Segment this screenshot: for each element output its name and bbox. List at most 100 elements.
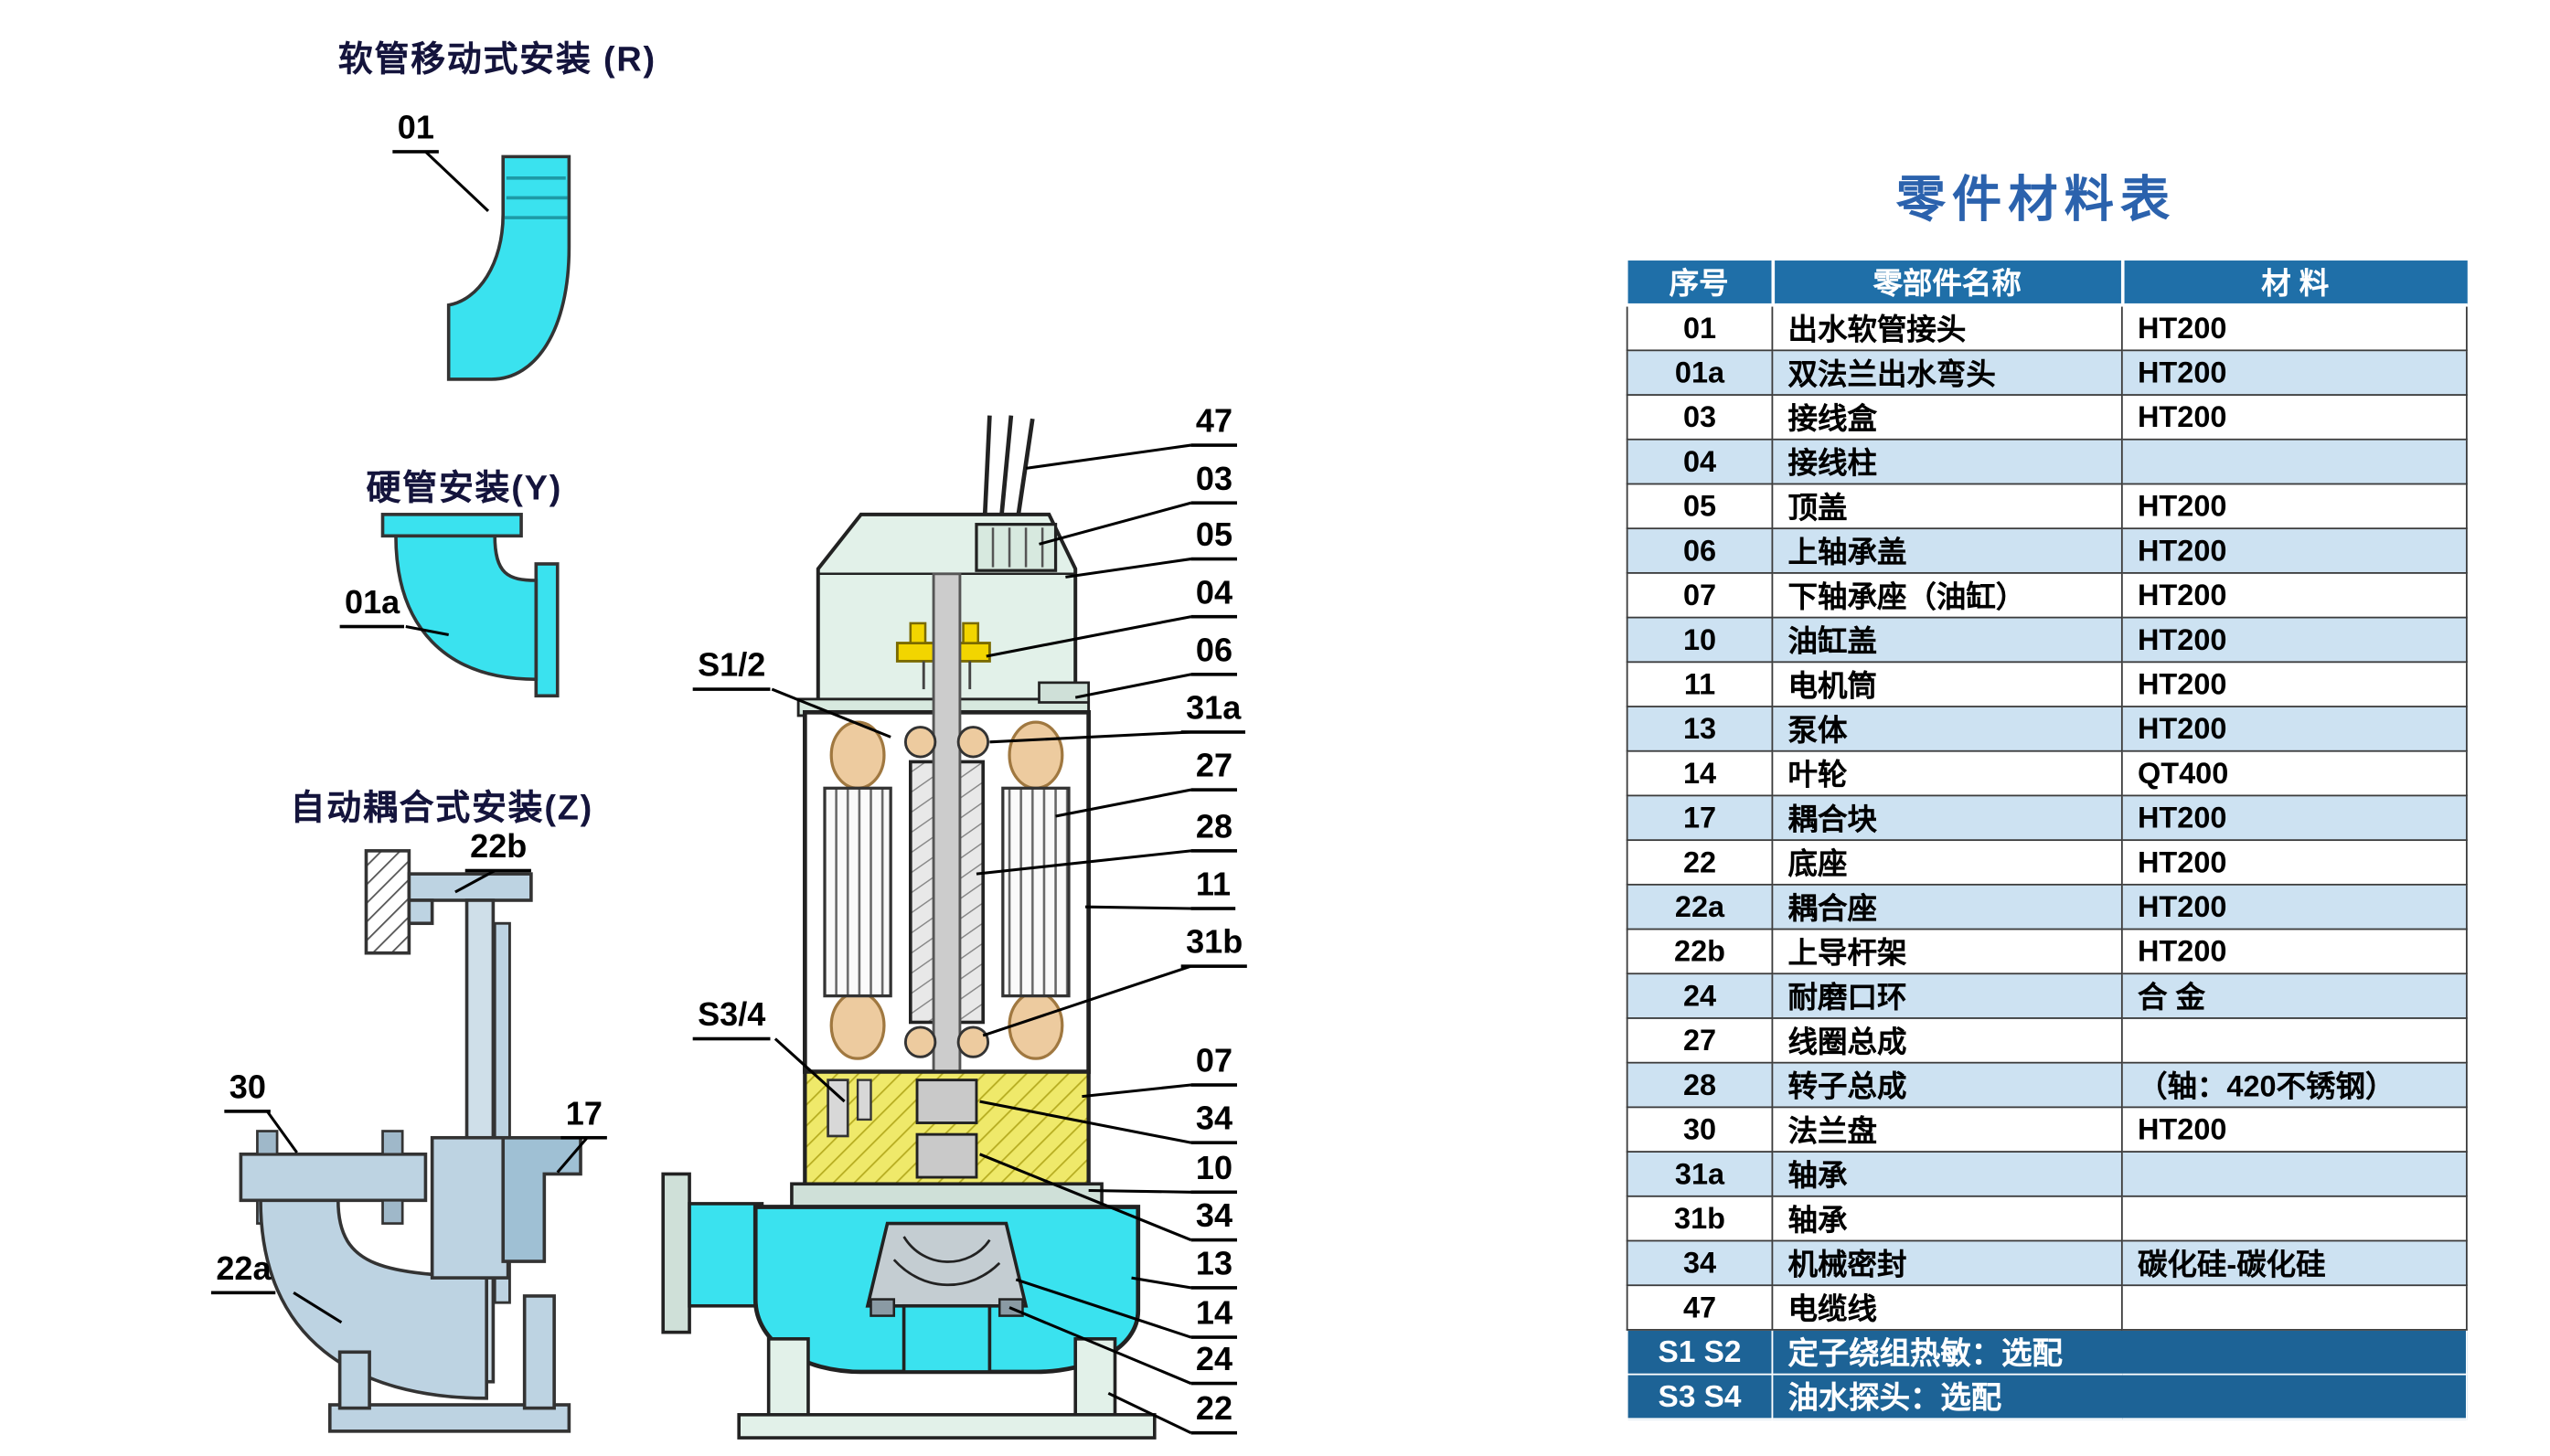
pump-callout-24: 24	[1190, 1343, 1238, 1386]
upper-bearing	[956, 726, 990, 759]
part-number-cell: 28	[1626, 1061, 1774, 1109]
part-name-cell: 双法兰出水弯头	[1771, 349, 2123, 396]
upper-bearing	[903, 726, 937, 759]
mechanical-seal-upper	[915, 1079, 978, 1124]
part-material-cell	[2120, 1017, 2468, 1064]
part-number-cell: 24	[1626, 972, 1774, 1019]
cable-line	[998, 415, 1014, 520]
lower-bearing	[903, 1026, 937, 1058]
leader-line	[979, 1100, 1191, 1144]
part-name-cell: 下轴承座（油缸）	[1771, 571, 2123, 619]
part-label-01: 01	[392, 112, 440, 154]
part-name-cell: 上轴承盖	[1771, 527, 2123, 574]
leader-line	[1082, 1083, 1191, 1099]
part-material-cell: HT200	[2120, 661, 2468, 707]
part-number-cell: 13	[1626, 706, 1774, 752]
leader-line	[1055, 788, 1191, 818]
part-number-cell: 31a	[1626, 1151, 1774, 1197]
terminal-post	[909, 622, 927, 644]
coil-end	[1008, 720, 1064, 790]
part-name-cell: 电机筒	[1771, 661, 2123, 707]
part-material-cell: HT200	[2120, 303, 2468, 352]
flange-nut	[381, 1198, 404, 1225]
pump-callout-22: 22	[1190, 1392, 1238, 1435]
part-number-cell: 27	[1626, 1017, 1774, 1064]
part-name-cell: 出水软管接头	[1771, 303, 2123, 352]
part-material-cell: HT200	[2120, 883, 2468, 930]
install-z-title: 自动耦合式安装(Z)	[290, 790, 594, 828]
flange-plate	[239, 1152, 428, 1203]
leader-line	[1074, 673, 1191, 699]
part-material-cell: HT200	[2120, 349, 2468, 396]
leader-line	[556, 1136, 589, 1174]
part-name-cell: 轴承	[1771, 1195, 2123, 1242]
leader-line	[986, 615, 1191, 658]
header-part-number: 序号	[1627, 260, 1775, 307]
part-number-cell: 14	[1626, 749, 1774, 797]
part-material-cell	[2120, 438, 2468, 485]
part-material-cell: HT200	[2120, 1106, 2468, 1153]
wall-hatch	[364, 849, 411, 955]
part-label-22b: 22b	[464, 830, 532, 873]
parts-table-title: 零件材料表	[1895, 173, 2177, 228]
discharge-duct	[688, 1202, 764, 1308]
leader-line	[405, 625, 449, 637]
part-number-cell: 22b	[1626, 928, 1774, 975]
cable-gland	[975, 523, 1058, 572]
leader-line	[1107, 1391, 1192, 1435]
part-name-cell: 接线柱	[1771, 438, 2123, 485]
part-material-cell	[2120, 1284, 2468, 1331]
leader-line	[1015, 1278, 1191, 1339]
leader-line	[1131, 1276, 1191, 1290]
part-material-cell: HT200	[2120, 394, 2468, 441]
leader-line	[1065, 558, 1191, 579]
stator-left	[823, 786, 892, 998]
hose-elbow-part	[424, 150, 571, 381]
part-name-cell: 线圈总成	[1771, 1017, 2123, 1064]
leader-line	[1085, 905, 1191, 910]
base-post	[522, 1294, 556, 1410]
part-material-cell: 合 金	[2120, 972, 2468, 1019]
leader-line	[982, 964, 1191, 1037]
header-material: 材 料	[2120, 260, 2467, 307]
leader-line	[454, 869, 496, 894]
sensor-code-cell: S1 S2	[1626, 1329, 1774, 1376]
part-number-cell: 01a	[1626, 349, 1774, 396]
part-name-cell: 泵体	[1771, 706, 2123, 752]
part-number-cell: 07	[1626, 571, 1774, 619]
impeller-vane	[902, 1236, 991, 1263]
part-material-cell: HT200	[2120, 706, 2468, 752]
coil-end	[1008, 991, 1064, 1060]
pump-callout-13: 13	[1190, 1248, 1238, 1290]
pump-section-drawing	[661, 415, 1157, 1440]
part-name-cell: 接线盒	[1771, 394, 2123, 441]
flanged-elbow-body	[394, 534, 539, 682]
sensor-label-s12: S1/2	[692, 649, 771, 691]
pump-callout-10: 10	[1190, 1152, 1238, 1195]
part-number-cell: 11	[1626, 661, 1774, 707]
part-label-30: 30	[224, 1071, 272, 1113]
header-part-name: 零部件名称	[1770, 260, 2124, 307]
leader-line	[771, 687, 891, 739]
leader-line	[293, 1291, 343, 1324]
flange-bolt	[381, 1130, 404, 1156]
part-material-cell	[2120, 1195, 2468, 1242]
lower-bearing	[956, 1026, 990, 1058]
install-y-title: 硬管安装(Y)	[366, 470, 563, 508]
guide-bracket	[407, 872, 533, 902]
pump-callout-14: 14	[1190, 1297, 1238, 1339]
